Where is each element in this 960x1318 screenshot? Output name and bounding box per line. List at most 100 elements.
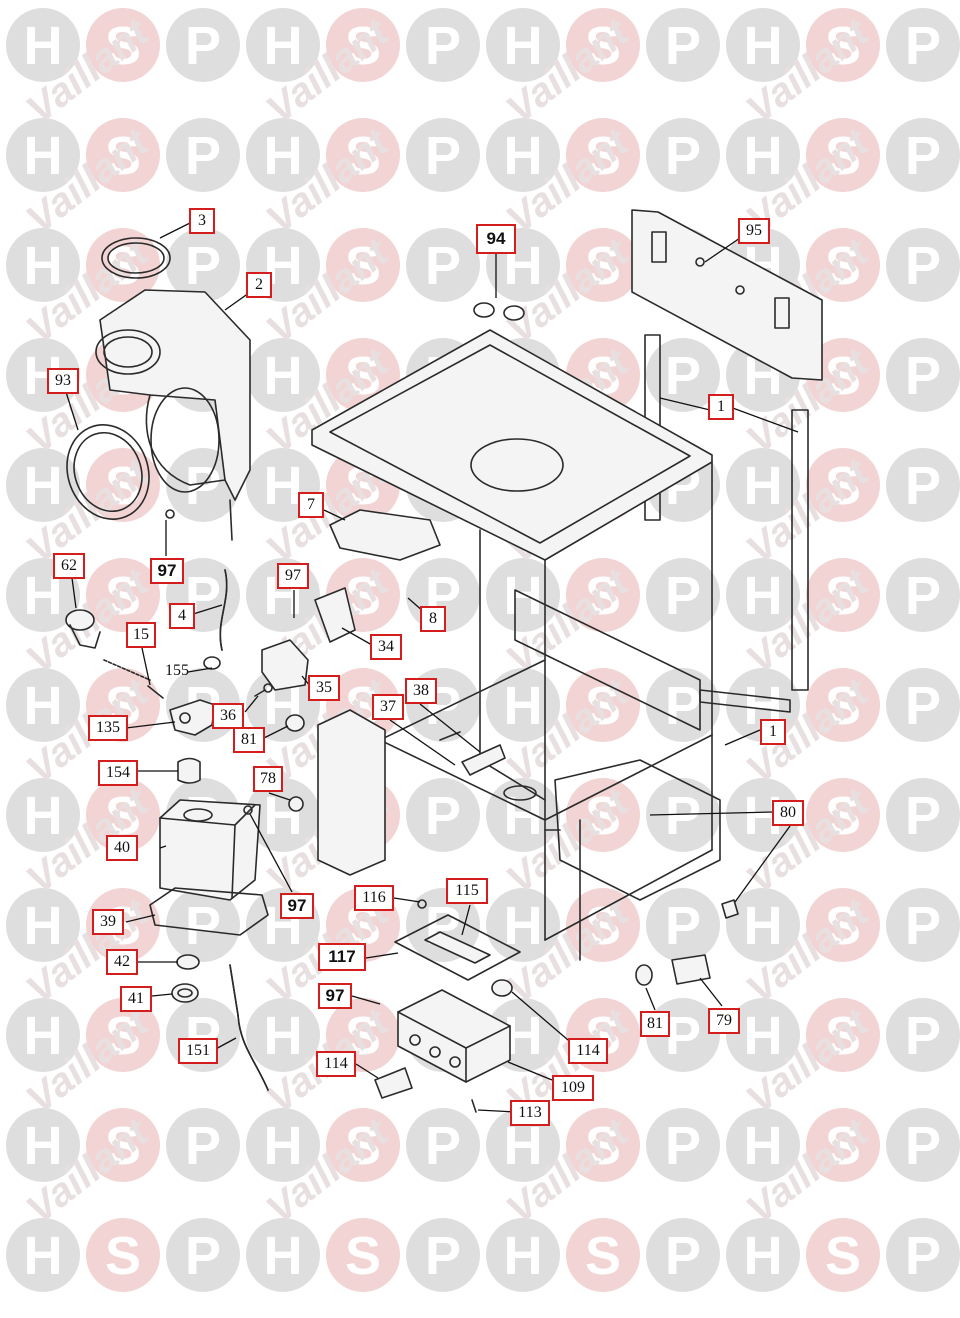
watermark-circle [6, 888, 80, 962]
watermark-letter: S [345, 236, 381, 296]
watermark-circle [326, 118, 400, 192]
watermark-circle [406, 1108, 480, 1182]
callout-97-box[interactable]: 97 [280, 893, 314, 919]
watermark-letter: P [905, 1006, 941, 1066]
callout-80[interactable]: 80 [772, 800, 804, 826]
watermark-circle [886, 448, 960, 522]
watermark-letter: P [425, 236, 461, 296]
callout-151[interactable]: 151 [178, 1038, 218, 1064]
watermark-letter: S [345, 16, 381, 76]
watermark-letter: P [425, 1226, 461, 1286]
callout-62[interactable]: 62 [53, 553, 85, 579]
callout-113[interactable]: 113 [510, 1100, 550, 1126]
watermark-letter: S [585, 566, 621, 626]
callout-35[interactable]: 35 [308, 675, 340, 701]
part-97-screw [243, 805, 253, 815]
watermark-circle [86, 8, 160, 82]
part-34-plate [314, 587, 356, 643]
callout-94[interactable]: 94 [476, 224, 516, 254]
callout-97-flue[interactable]: 97 [150, 558, 184, 584]
callout-116[interactable]: 116 [354, 885, 394, 911]
watermark-letter: S [105, 126, 141, 186]
callout-7[interactable]: 7 [298, 492, 324, 518]
part-4-hose [203, 569, 228, 670]
watermark-circle [166, 8, 240, 82]
watermark-circle [726, 8, 800, 82]
watermark-letter: H [264, 786, 303, 846]
watermark-circle [406, 228, 480, 302]
callout-81-left[interactable]: 81 [233, 727, 265, 753]
callout-78[interactable]: 78 [253, 766, 283, 792]
watermark-circle [726, 888, 800, 962]
callout-79[interactable]: 79 [708, 1008, 740, 1034]
watermark-circle [566, 118, 640, 192]
part-95-bracket [631, 209, 823, 381]
watermark-circle [806, 1108, 880, 1182]
callout-1-bottom[interactable]: 1 [760, 719, 786, 745]
watermark-circle [486, 1108, 560, 1182]
part-154-cap [177, 757, 201, 784]
callout-154[interactable]: 154 [98, 760, 138, 786]
callout-8[interactable]: 8 [420, 606, 446, 632]
watermark-circle [326, 228, 400, 302]
callout-34[interactable]: 34 [370, 634, 402, 660]
watermark-circle [566, 668, 640, 742]
watermark-circle [726, 118, 800, 192]
watermark-circle [726, 778, 800, 852]
watermark-circle [86, 558, 160, 632]
watermark-letter: P [185, 236, 221, 296]
watermark-letter: H [744, 456, 783, 516]
callout-97-bracket[interactable]: 97 [277, 563, 309, 589]
callout-95[interactable]: 95 [738, 218, 770, 244]
watermark-circle [326, 8, 400, 82]
callout-117[interactable]: 117 [318, 943, 366, 971]
watermark-letter: S [825, 236, 861, 296]
part-15-spring [103, 659, 164, 699]
watermark-circle [806, 8, 880, 82]
watermark-circle [886, 118, 960, 192]
callout-81-right[interactable]: 81 [640, 1011, 670, 1037]
callout-93[interactable]: 93 [47, 368, 79, 394]
watermark-circle [886, 8, 960, 82]
watermark-circle [326, 1108, 400, 1182]
callout-109[interactable]: 109 [552, 1075, 594, 1101]
callout-1-top[interactable]: 1 [708, 394, 734, 420]
watermark-circle [86, 118, 160, 192]
watermark-letter: P [905, 1116, 941, 1176]
part-113-screw [471, 1099, 477, 1113]
watermark-circle [566, 1108, 640, 1182]
watermark-letter: H [504, 1116, 543, 1176]
callout-155[interactable]: 155 [165, 662, 189, 679]
watermark-circle [566, 558, 640, 632]
callout-3[interactable]: 3 [189, 208, 215, 234]
callout-42[interactable]: 42 [106, 949, 138, 975]
callout-41[interactable]: 41 [120, 986, 152, 1012]
watermark-letter: P [425, 786, 461, 846]
watermark-circle [246, 1108, 320, 1182]
callout-38[interactable]: 38 [405, 678, 437, 704]
part-81-grommet-right [635, 964, 653, 986]
watermark-letter: S [825, 16, 861, 76]
watermark-letter: P [665, 126, 701, 186]
callout-115[interactable]: 115 [446, 878, 488, 904]
main-chassis-frame [311, 329, 721, 961]
watermark-circle [86, 228, 160, 302]
watermark-circle [646, 1218, 720, 1292]
watermark-letter: S [585, 676, 621, 736]
watermark-letter: P [425, 126, 461, 186]
callout-97-junction[interactable]: 97 [318, 983, 352, 1009]
watermark-circle [326, 1218, 400, 1292]
callout-15[interactable]: 15 [126, 622, 156, 648]
watermark-circle [86, 998, 160, 1072]
callout-135[interactable]: 135 [88, 715, 128, 741]
callout-114-gland[interactable]: 114 [316, 1051, 356, 1077]
watermark-letter: P [905, 896, 941, 956]
callout-114-nut[interactable]: 114 [568, 1038, 608, 1064]
callout-36[interactable]: 36 [212, 703, 244, 729]
watermark-circle [86, 1218, 160, 1292]
callout-2[interactable]: 2 [246, 272, 272, 298]
callout-4[interactable]: 4 [169, 603, 195, 629]
callout-40[interactable]: 40 [106, 835, 138, 861]
callout-39[interactable]: 39 [92, 909, 124, 935]
callout-37[interactable]: 37 [372, 694, 404, 720]
